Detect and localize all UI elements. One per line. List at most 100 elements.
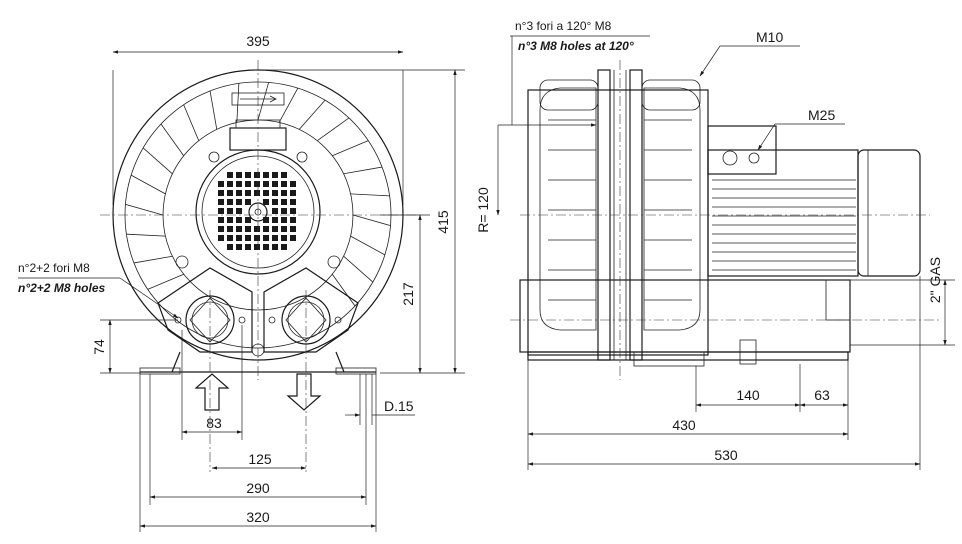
grid-cell [227, 190, 233, 196]
grid-cell [281, 226, 287, 232]
grid-cell [281, 244, 287, 250]
rib [133, 255, 173, 264]
grid-cell [281, 217, 287, 223]
dim-d15: D.15 [384, 398, 414, 414]
label-gas: 2" GAS [927, 257, 943, 303]
grid-cell [218, 235, 224, 241]
label-holes-it: n°2+2 fori M8 [18, 261, 90, 275]
label-m25: M25 [808, 107, 835, 123]
grid-cell [227, 244, 233, 250]
grid-cell [272, 208, 278, 214]
grid-cell [290, 217, 296, 223]
base-block-right [739, 339, 757, 365]
rib [126, 233, 166, 237]
rib [257, 82, 270, 121]
grid-cell [254, 226, 260, 232]
bolt-right [296, 151, 308, 163]
grid-cell [290, 190, 296, 196]
rib [298, 99, 326, 130]
shaft-center [248, 202, 268, 222]
inlet-flange [157, 267, 253, 353]
dim-530: 530 [714, 447, 738, 463]
grid-cell [272, 172, 278, 178]
front-foot-right [335, 367, 377, 375]
dim-63: 63 [814, 387, 830, 403]
rib [130, 174, 166, 195]
grid-cell [254, 190, 260, 196]
grid-cell [263, 244, 269, 250]
grid-cell [290, 181, 296, 187]
dim-83: 83 [206, 415, 222, 431]
grid-cell [227, 172, 233, 178]
dim-125: 125 [248, 451, 272, 467]
grid-cell [227, 235, 233, 241]
grid-cell [281, 208, 287, 214]
grid-cell [236, 181, 242, 187]
grid-cell [254, 172, 260, 178]
grid-cell [236, 244, 242, 250]
motor-fan-grid [218, 172, 296, 250]
grid-cell [218, 181, 224, 187]
outlet-port-inner [287, 301, 325, 339]
grid-cell [272, 244, 278, 250]
outlet-port-side [825, 279, 851, 321]
label-holes3-en: n°3 M8 holes at 120° [518, 39, 634, 53]
grid-cell [281, 199, 287, 205]
grid-cell [227, 226, 233, 232]
label-holes-en: n°2+2 M8 holes [18, 281, 105, 295]
dim-290: 290 [246, 480, 270, 496]
grid-cell [227, 199, 233, 205]
right-shell [643, 87, 701, 331]
grid-cell [263, 181, 269, 187]
rib [316, 117, 350, 142]
rib [352, 214, 391, 227]
grid-cell [236, 226, 242, 232]
flange-hole-3 [268, 316, 276, 324]
blower-top-right [641, 79, 701, 111]
front-dimensions: 395 415 217 74 83 125 290 320 [18, 33, 465, 532]
grid-cell [245, 190, 251, 196]
rib [343, 255, 374, 283]
grid-cell [254, 181, 260, 187]
grid-cell [272, 181, 278, 187]
inlet-diamond [189, 297, 231, 343]
rib [331, 273, 356, 307]
rib [343, 166, 383, 175]
rib [332, 140, 369, 157]
grid-cell [245, 217, 251, 223]
dim-320: 320 [246, 509, 270, 525]
outlet-arrow-icon [286, 373, 322, 411]
outlet-diamond [285, 297, 327, 343]
dim-74: 74 [91, 339, 107, 355]
rib [160, 123, 185, 157]
label-m10: M10 [756, 29, 783, 45]
grid-cell [263, 172, 269, 178]
flange-hole-4 [334, 316, 342, 324]
dim-430: 430 [672, 417, 696, 433]
grid-cell [290, 235, 296, 241]
grid-cell [290, 199, 296, 205]
blower-top-left [539, 79, 599, 111]
grid-cell [236, 190, 242, 196]
grid-cell [218, 190, 224, 196]
grid-cell [236, 235, 242, 241]
gland-2 [748, 152, 760, 164]
flange-hole-2 [238, 316, 246, 324]
grid-cell [218, 217, 224, 223]
grid-cell [236, 199, 242, 205]
label-holes3-it: n°3 fori a 120° M8 [515, 19, 612, 33]
dim-r120: R= 120 [475, 187, 491, 233]
inlet-arrow-icon [194, 373, 230, 411]
grid-cell [218, 199, 224, 205]
side-fins [548, 119, 692, 301]
dim-395: 395 [246, 33, 270, 49]
grid-cell [272, 199, 278, 205]
grid-cell [290, 226, 296, 232]
grid-cell [236, 208, 242, 214]
rib [147, 273, 184, 290]
grid-cell [227, 181, 233, 187]
blower-body [527, 89, 709, 356]
rib [183, 104, 200, 141]
grid-cell [254, 235, 260, 241]
grid-cell [245, 172, 251, 178]
